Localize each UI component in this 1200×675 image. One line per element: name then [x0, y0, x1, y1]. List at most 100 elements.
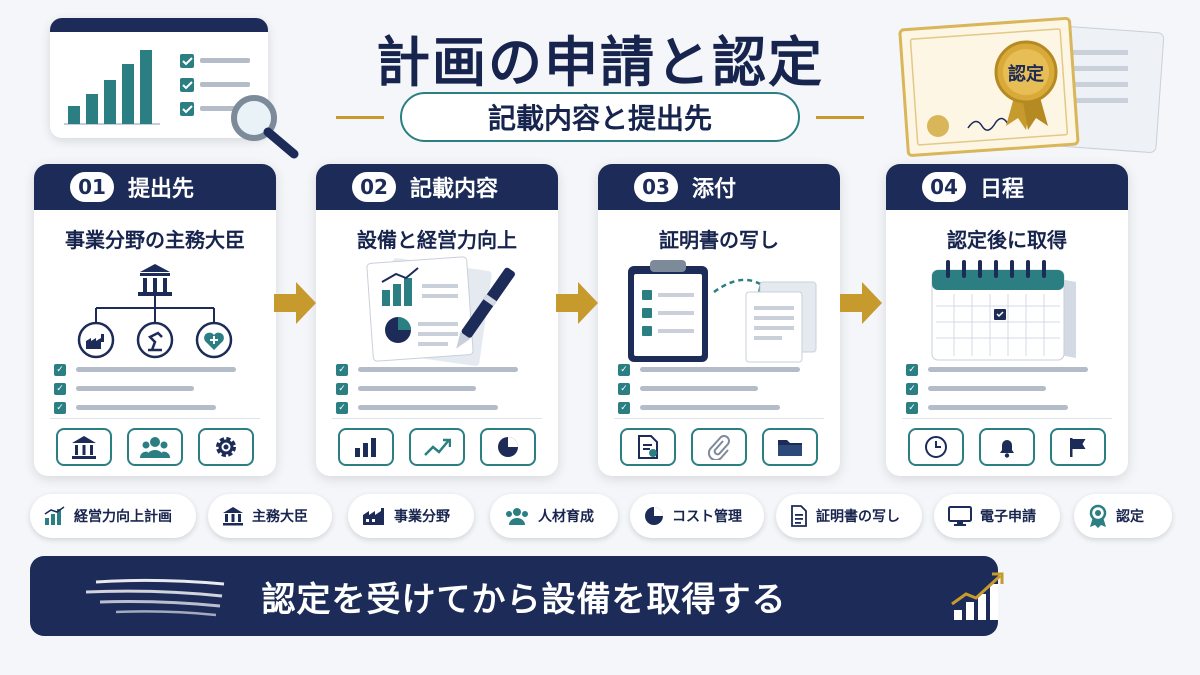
subtitle-left-rule — [336, 115, 384, 119]
government-building-icon — [223, 507, 243, 526]
tag-electronic-application: 電子申請 — [934, 494, 1060, 538]
clipboard-to-copy-illustration — [628, 260, 817, 363]
dashboard-titlebar — [50, 18, 268, 32]
pie-chart-icon — [645, 507, 663, 525]
org-tree-illustration — [77, 264, 233, 359]
check-icon: ✓ — [336, 363, 348, 376]
bar-chart-icon — [338, 427, 394, 466]
check-icon: ✓ — [906, 382, 918, 395]
step-icon-row — [50, 418, 260, 466]
step-card-submission: 01 提出先 事業分野の主務大臣 ✓ ✓ ✓ — [34, 164, 276, 476]
step-label: 添付 — [692, 177, 737, 202]
dashboard-illustration — [50, 18, 268, 138]
people-icon — [127, 427, 183, 466]
dashboard-chart-icon — [64, 50, 250, 125]
clock-icon — [908, 427, 964, 466]
step-card-header: 03 添付 — [598, 164, 840, 210]
step-label: 日程 — [980, 177, 1025, 202]
bell-icon — [979, 427, 1035, 466]
calendar-illustration — [931, 260, 1076, 361]
check-icon: ✓ — [618, 363, 630, 376]
text-line — [928, 386, 1046, 391]
subtitle-row: 記載内容と提出先 — [330, 92, 870, 142]
step-subtitle: 事業分野の主務大臣 — [65, 228, 245, 252]
government-building-icon — [56, 427, 112, 466]
people-icon — [506, 508, 528, 525]
factory-icon — [363, 508, 384, 525]
tag-certificate-copy: 証明書の写し — [776, 494, 922, 538]
step-icon-row — [902, 418, 1112, 466]
tag-label: 証明書の写し — [816, 509, 900, 525]
step-number: 04 — [922, 172, 966, 202]
tag-label: 電子申請 — [980, 509, 1036, 525]
subtitle-pill: 記載内容と提出先 — [400, 92, 800, 142]
step-icon-row — [332, 418, 542, 466]
robot-arm-icon — [147, 331, 163, 352]
document-icon — [791, 505, 807, 527]
step-label: 記載内容 — [410, 177, 499, 202]
tag-label: 認定 — [1116, 509, 1144, 525]
step-icon-row — [614, 418, 824, 466]
banner-text: 認定を受けてから設備を取得する — [261, 579, 787, 620]
check-icon: ✓ — [906, 363, 918, 376]
step-card-header: 01 提出先 — [34, 164, 276, 210]
checklist: ✓ ✓ ✓ — [618, 360, 818, 417]
tag-cost-management: コスト管理 — [630, 494, 764, 538]
step-subtitle: 証明書の写し — [659, 228, 779, 252]
step-number: 02 — [352, 172, 396, 202]
text-line — [640, 405, 780, 410]
text-line — [76, 367, 236, 372]
trend-line-icon — [409, 427, 465, 466]
award-ribbon-icon — [1089, 504, 1107, 528]
speed-lines-icon — [86, 578, 225, 617]
tag-label: 事業分野 — [394, 509, 450, 525]
text-line — [358, 405, 498, 410]
step-arrow-icon — [274, 282, 316, 324]
folder-icon — [762, 427, 818, 466]
report-and-pen-illustration — [366, 256, 515, 366]
tag-label: 経営力向上計画 — [74, 509, 172, 525]
checklist: ✓ ✓ ✓ — [54, 360, 254, 417]
checklist: ✓ ✓ ✓ — [906, 360, 1106, 417]
text-line — [358, 386, 476, 391]
checklist: ✓ ✓ ✓ — [336, 360, 536, 417]
check-icon: ✓ — [54, 382, 66, 395]
growth-chart-icon — [951, 572, 1004, 620]
step-number: 03 — [634, 172, 678, 202]
check-icon: ✓ — [336, 382, 348, 395]
flag-icon — [1050, 427, 1106, 466]
bar-chart-icon — [44, 506, 65, 525]
text-line — [76, 386, 194, 391]
text-line — [928, 367, 1088, 372]
subtitle-right-rule — [816, 115, 864, 119]
magnifier-icon — [231, 95, 299, 159]
check-icon: ✓ — [336, 401, 348, 414]
certificate-illustration: 認定 — [898, 16, 1165, 157]
check-icon: ✓ — [906, 401, 918, 414]
text-line — [640, 367, 800, 372]
tag-hr-development: 人材育成 — [490, 494, 618, 538]
conclusion-banner: 認定を受けてから設備を取得する — [30, 556, 1004, 636]
step-card-schedule: 04 日程 認定後に取得 ✓ ✓ ✓ — [886, 164, 1128, 476]
step-label: 提出先 — [128, 177, 195, 202]
check-icon: ✓ — [54, 363, 66, 376]
check-icon: ✓ — [54, 401, 66, 414]
document-stamp-icon — [620, 427, 676, 466]
step-card-header: 04 日程 — [886, 164, 1128, 210]
paperclip-icon — [691, 427, 747, 466]
gear-icon — [198, 427, 254, 466]
pie-chart-icon — [480, 427, 536, 466]
tag-business-field: 事業分野 — [348, 494, 474, 538]
check-icon: ✓ — [618, 382, 630, 395]
page-title: 計画の申請と認定 — [376, 31, 824, 94]
step-card-contents: 02 記載内容 設備と経営力向上 ✓ ✓ ✓ — [316, 164, 558, 476]
monitor-icon — [948, 506, 972, 526]
factory-icon — [86, 338, 101, 349]
tag-label: 主務大臣 — [252, 509, 308, 525]
step-subtitle: 設備と経営力向上 — [357, 228, 517, 252]
step-arrow-icon — [840, 282, 882, 324]
tag-label: コスト管理 — [672, 509, 742, 525]
step-subtitle: 認定後に取得 — [947, 228, 1067, 252]
government-building-icon — [138, 264, 172, 296]
tag-certification: 認定 — [1074, 494, 1172, 538]
